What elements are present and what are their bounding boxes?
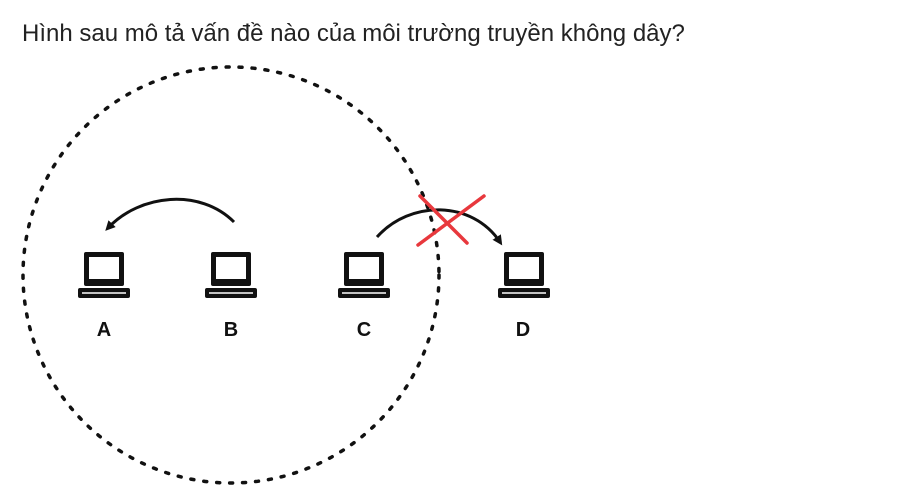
arrow-b-to-a [105, 197, 236, 231]
node-b: B [204, 251, 258, 341]
arrow-c-to-d [375, 208, 503, 246]
transmission-range-circle [21, 65, 441, 485]
node-d: D [497, 251, 551, 341]
node-c: C [337, 251, 391, 341]
node-label-c: C [357, 319, 371, 341]
node-a: A [77, 251, 131, 341]
laptop-icon [497, 251, 551, 299]
blocked-x-icon [416, 194, 486, 247]
node-label-a: A [97, 319, 111, 341]
node-label-b: B [224, 319, 238, 341]
question-text: Hình sau mô tả vấn đề nào của môi trường… [22, 20, 685, 47]
laptop-icon [204, 251, 258, 299]
laptop-icon [337, 251, 391, 299]
node-label-d: D [516, 319, 530, 341]
laptop-icon [77, 251, 131, 299]
